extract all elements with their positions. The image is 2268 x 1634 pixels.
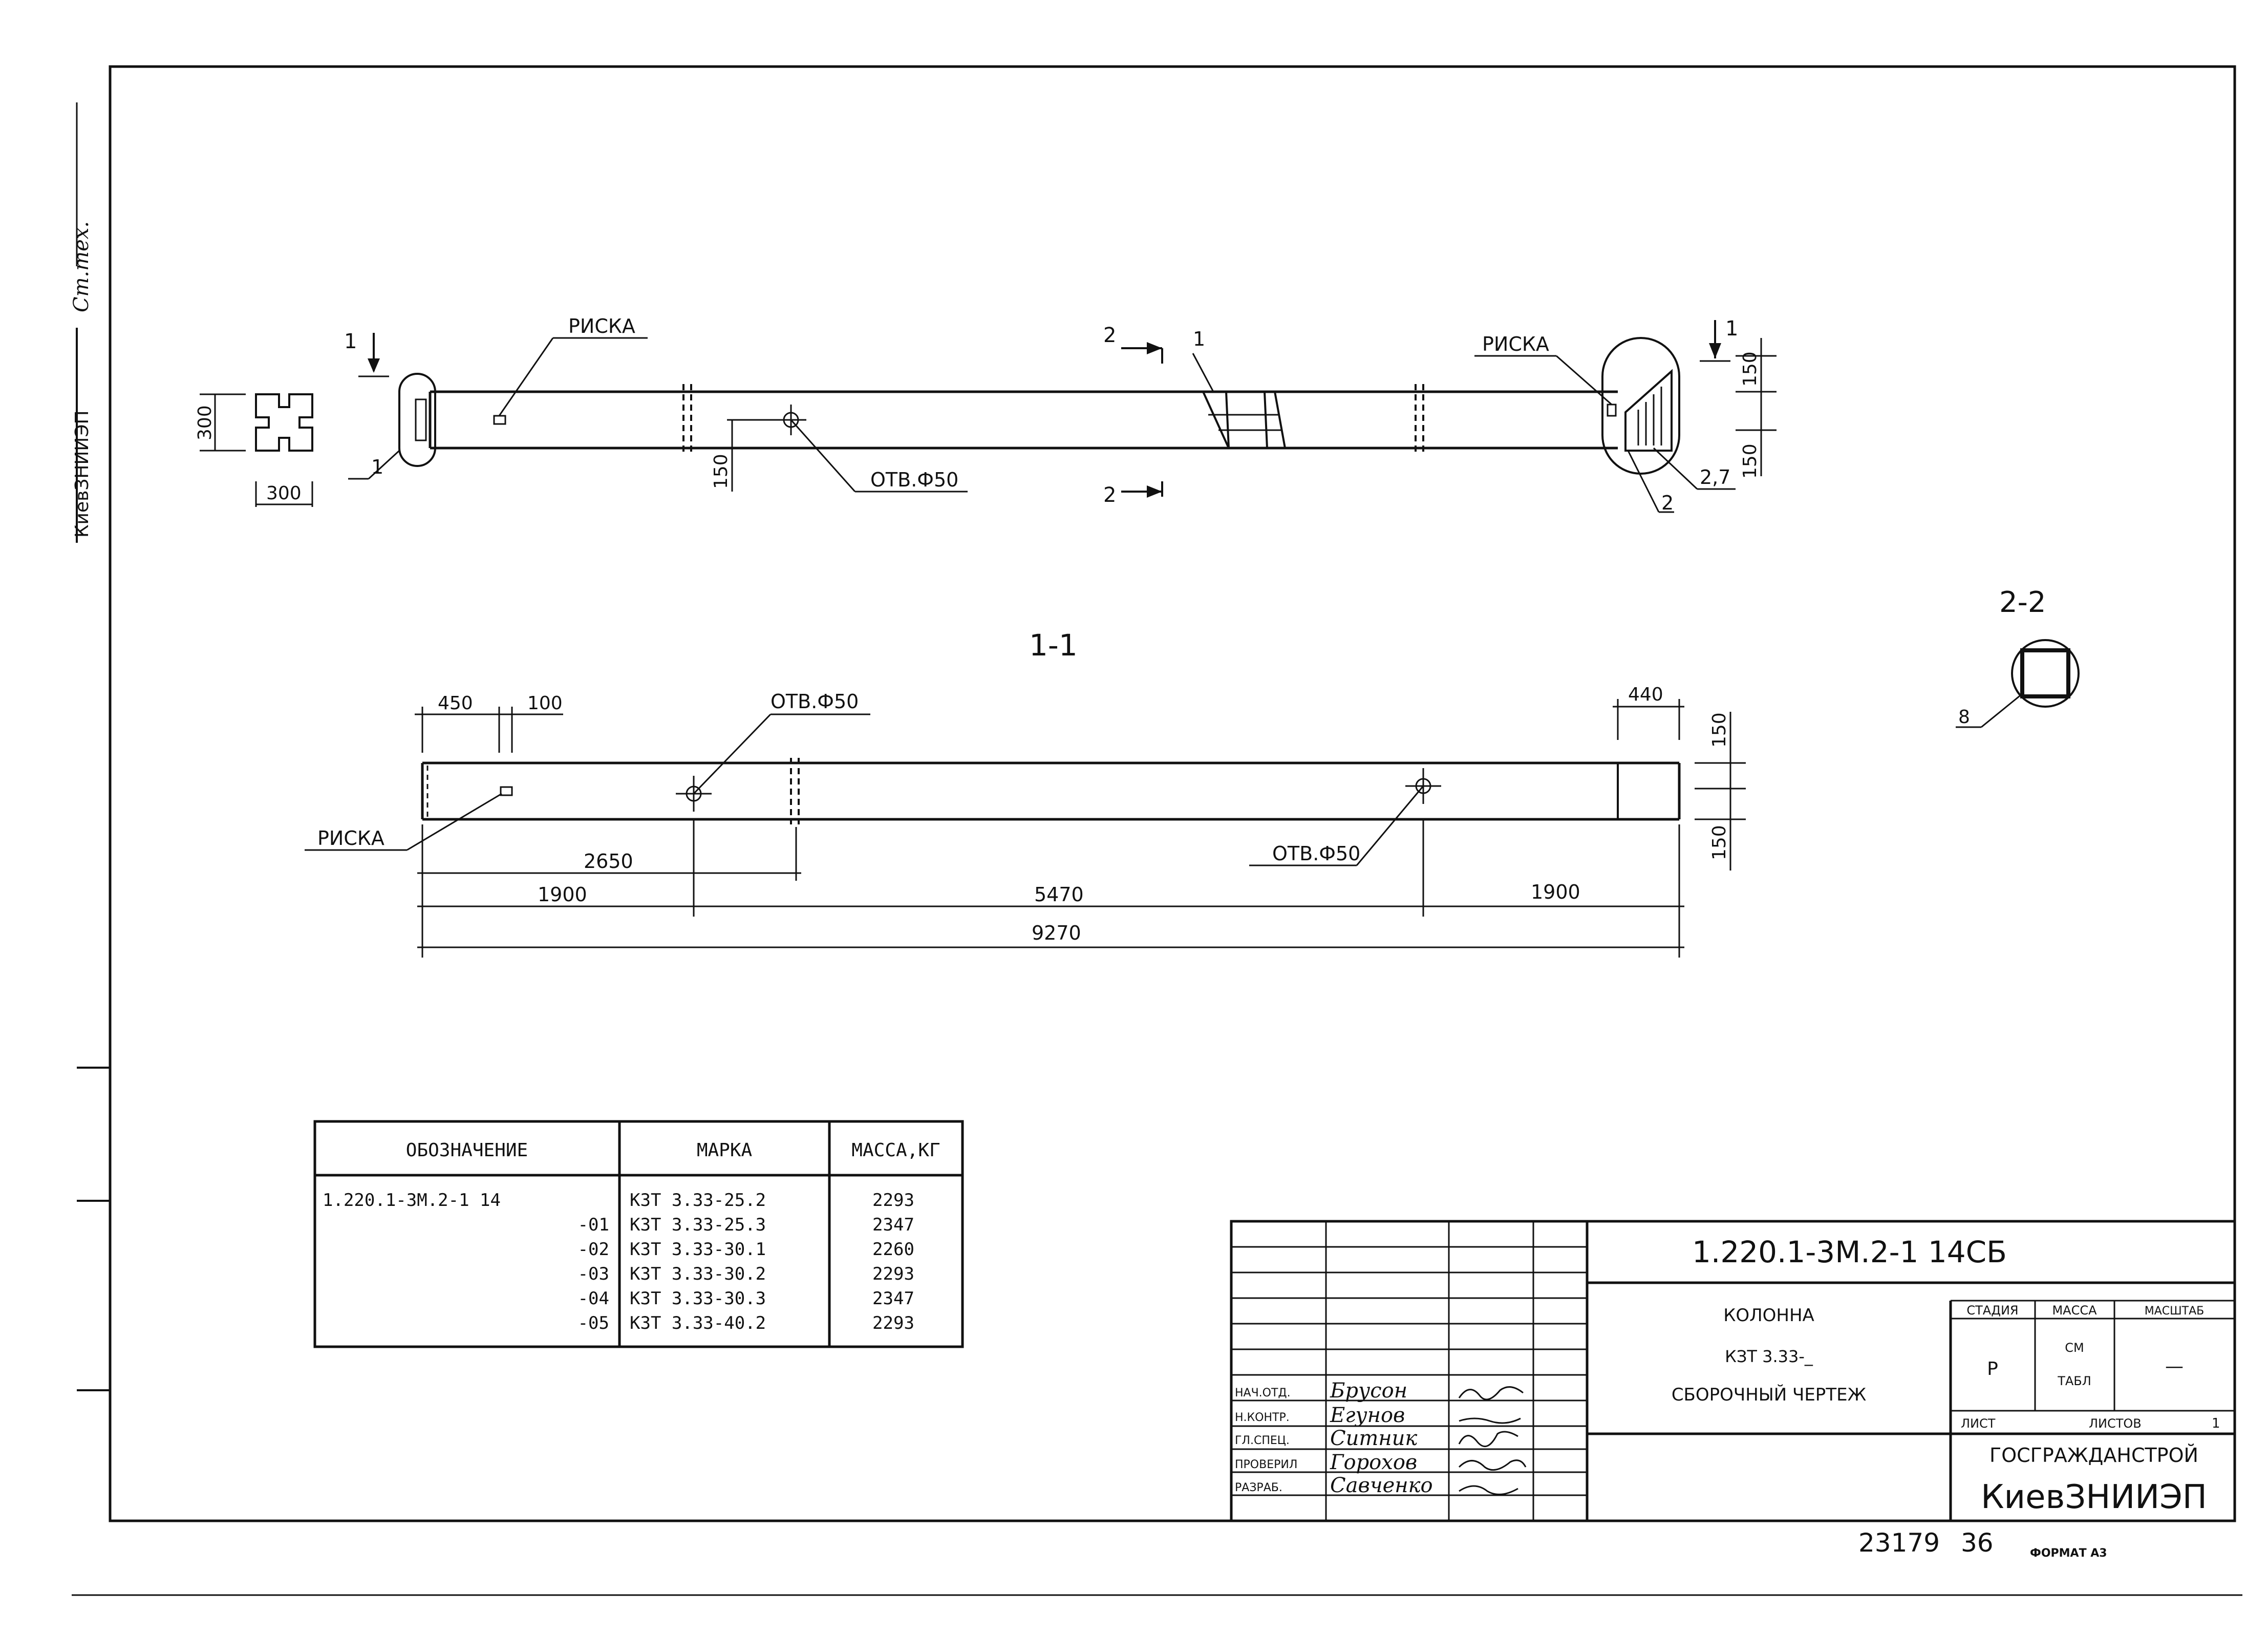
dim-1900-left: 1900 xyxy=(538,883,587,906)
spec-header-designation: ОБОЗНАЧЕНИЕ xyxy=(406,1140,528,1161)
callout-1-left: 1 xyxy=(371,456,383,478)
dim-150-bottom-1-1: 150 xyxy=(1709,825,1730,860)
hole-label: ОТВ.Ф50 xyxy=(870,469,958,491)
section-mark-2-top: 2 xyxy=(1103,324,1116,347)
org-2: КиевЗНИИЭП xyxy=(1981,1478,2207,1516)
drawing-frame xyxy=(109,65,2236,1522)
role-name: Егунов xyxy=(1330,1404,1405,1427)
callout-2-7: 2,7 xyxy=(1700,466,1730,489)
scale-header: МАСШТАБ xyxy=(2145,1305,2205,1318)
spec-mass: 2293 xyxy=(872,1190,914,1211)
footer-format: ФОРМАТ А3 xyxy=(2030,1547,2107,1560)
dim-2650: 2650 xyxy=(584,850,633,873)
role-label: РАЗРАБ. xyxy=(1235,1481,1282,1494)
spec-header-mark: МАРКА xyxy=(697,1140,753,1161)
spec-mark: КЗТ 3.33-25.2 xyxy=(630,1190,766,1211)
callout-1-mid: 1 xyxy=(1193,328,1205,350)
stage-header: СТАДИЯ xyxy=(1966,1303,2018,1318)
scale-value: — xyxy=(2165,1356,2184,1377)
side-stamp-note: Ст.тех. xyxy=(70,221,93,312)
spec-mark: КЗТ 3.33-40.2 xyxy=(630,1313,766,1333)
role-name: Горохов xyxy=(1330,1451,1417,1474)
risk-label-right: РИСКА xyxy=(1482,333,1549,355)
section-2-2 xyxy=(1956,639,2080,728)
footer-sheet-no: 36 xyxy=(1961,1528,1994,1558)
section-2-2-title: 2-2 xyxy=(1999,586,2046,619)
spec-mass: 2347 xyxy=(872,1215,914,1235)
spec-designation: -04 xyxy=(578,1288,609,1309)
section-1-1-risk: РИСКА xyxy=(317,827,384,850)
role-name: Брусон xyxy=(1330,1379,1407,1403)
spec-mass: 2347 xyxy=(872,1288,914,1309)
title-block xyxy=(1230,1220,2236,1522)
dim-5470: 5470 xyxy=(1034,883,1084,906)
dim-150-top: 150 xyxy=(1740,351,1761,387)
sheets-value: 1 xyxy=(2212,1416,2220,1431)
dim-100: 100 xyxy=(527,693,563,714)
dim-150-top-1-1: 150 xyxy=(1709,712,1730,748)
title-name-3: СБОРОЧНЫЙ ЧЕРТЕЖ xyxy=(1672,1384,1866,1405)
org-1: ГОСГРАЖДАНСТРОЙ xyxy=(1989,1444,2198,1467)
section-mark-2-bottom: 2 xyxy=(1103,483,1116,507)
mass-value-2: ТАБЛ xyxy=(2057,1374,2091,1388)
section-1-1-title: 1-1 xyxy=(1029,628,1078,663)
role-name: Ситник xyxy=(1330,1427,1417,1450)
section-1-1-hole-2: ОТВ.Ф50 xyxy=(1272,842,1360,865)
callout-2-right: 2 xyxy=(1661,492,1674,514)
section-1-1-hole-1: ОТВ.Ф50 xyxy=(771,690,859,713)
spec-mark: КЗТ 3.33-30.1 xyxy=(630,1239,766,1260)
stage-value: Р xyxy=(1987,1359,1998,1380)
section-mark-1-right: 1 xyxy=(1725,317,1738,341)
role-label: НАЧ.ОТД. xyxy=(1235,1387,1291,1399)
spec-mark: КЗТ 3.33-25.3 xyxy=(630,1215,766,1235)
risk-label-left: РИСКА xyxy=(568,315,635,337)
dim-450: 450 xyxy=(438,693,473,714)
spec-designation: -03 xyxy=(578,1264,609,1284)
footer-number: 23179 xyxy=(1858,1528,1940,1558)
spec-designation: -01 xyxy=(578,1215,609,1235)
side-stamp-org: КиевЗНИИЭП xyxy=(72,410,93,538)
section-1-1 xyxy=(305,699,1746,958)
dim-300-horizontal: 300 xyxy=(266,483,302,504)
role-label: ПРОВЕРИЛ xyxy=(1235,1458,1297,1471)
spec-header-mass: МАССА,КГ xyxy=(851,1140,940,1161)
spec-mass: 2293 xyxy=(872,1313,914,1333)
dim-440: 440 xyxy=(1628,684,1663,705)
mass-value-1: СМ xyxy=(2065,1341,2084,1355)
signatures xyxy=(1458,1386,1527,1495)
title-code: 1.220.1-3М.2-1 14СБ xyxy=(1692,1235,2007,1269)
title-name-1: КОЛОННА xyxy=(1723,1305,1814,1326)
spec-mark: КЗТ 3.33-30.3 xyxy=(630,1288,766,1309)
spec-designation: 1.220.1-3М.2-1 14 xyxy=(323,1190,501,1211)
cross-section-square xyxy=(255,393,313,452)
spec-mass: 2260 xyxy=(872,1239,914,1260)
section-mark-1-left: 1 xyxy=(344,330,357,353)
dim-150-bottom: 150 xyxy=(1740,443,1761,479)
dim-150-hole: 150 xyxy=(711,454,732,489)
sheet-label: ЛИСТ xyxy=(1961,1416,1996,1431)
spec-designation: -05 xyxy=(578,1313,609,1333)
dim-300-vertical: 300 xyxy=(195,405,216,440)
mass-header: МАССА xyxy=(2052,1303,2097,1318)
role-name: Савченко xyxy=(1330,1474,1433,1497)
role-label: Н.КОНТР. xyxy=(1235,1411,1290,1424)
spec-mark: КЗТ 3.33-30.2 xyxy=(630,1264,766,1284)
spec-mass: 2293 xyxy=(872,1264,914,1284)
title-name-2: КЗТ 3.33-_ xyxy=(1725,1347,1813,1366)
sheets-label: ЛИСТОВ xyxy=(2089,1416,2142,1431)
section-2-2-callout: 8 xyxy=(1958,707,1970,728)
spec-table xyxy=(313,1120,964,1348)
plan-view xyxy=(200,320,1777,513)
spec-designation: -02 xyxy=(578,1239,609,1260)
dim-9270: 9270 xyxy=(1032,922,1081,944)
role-label: ГЛ.СПЕЦ. xyxy=(1235,1434,1290,1447)
dim-1900-right: 1900 xyxy=(1531,881,1580,903)
